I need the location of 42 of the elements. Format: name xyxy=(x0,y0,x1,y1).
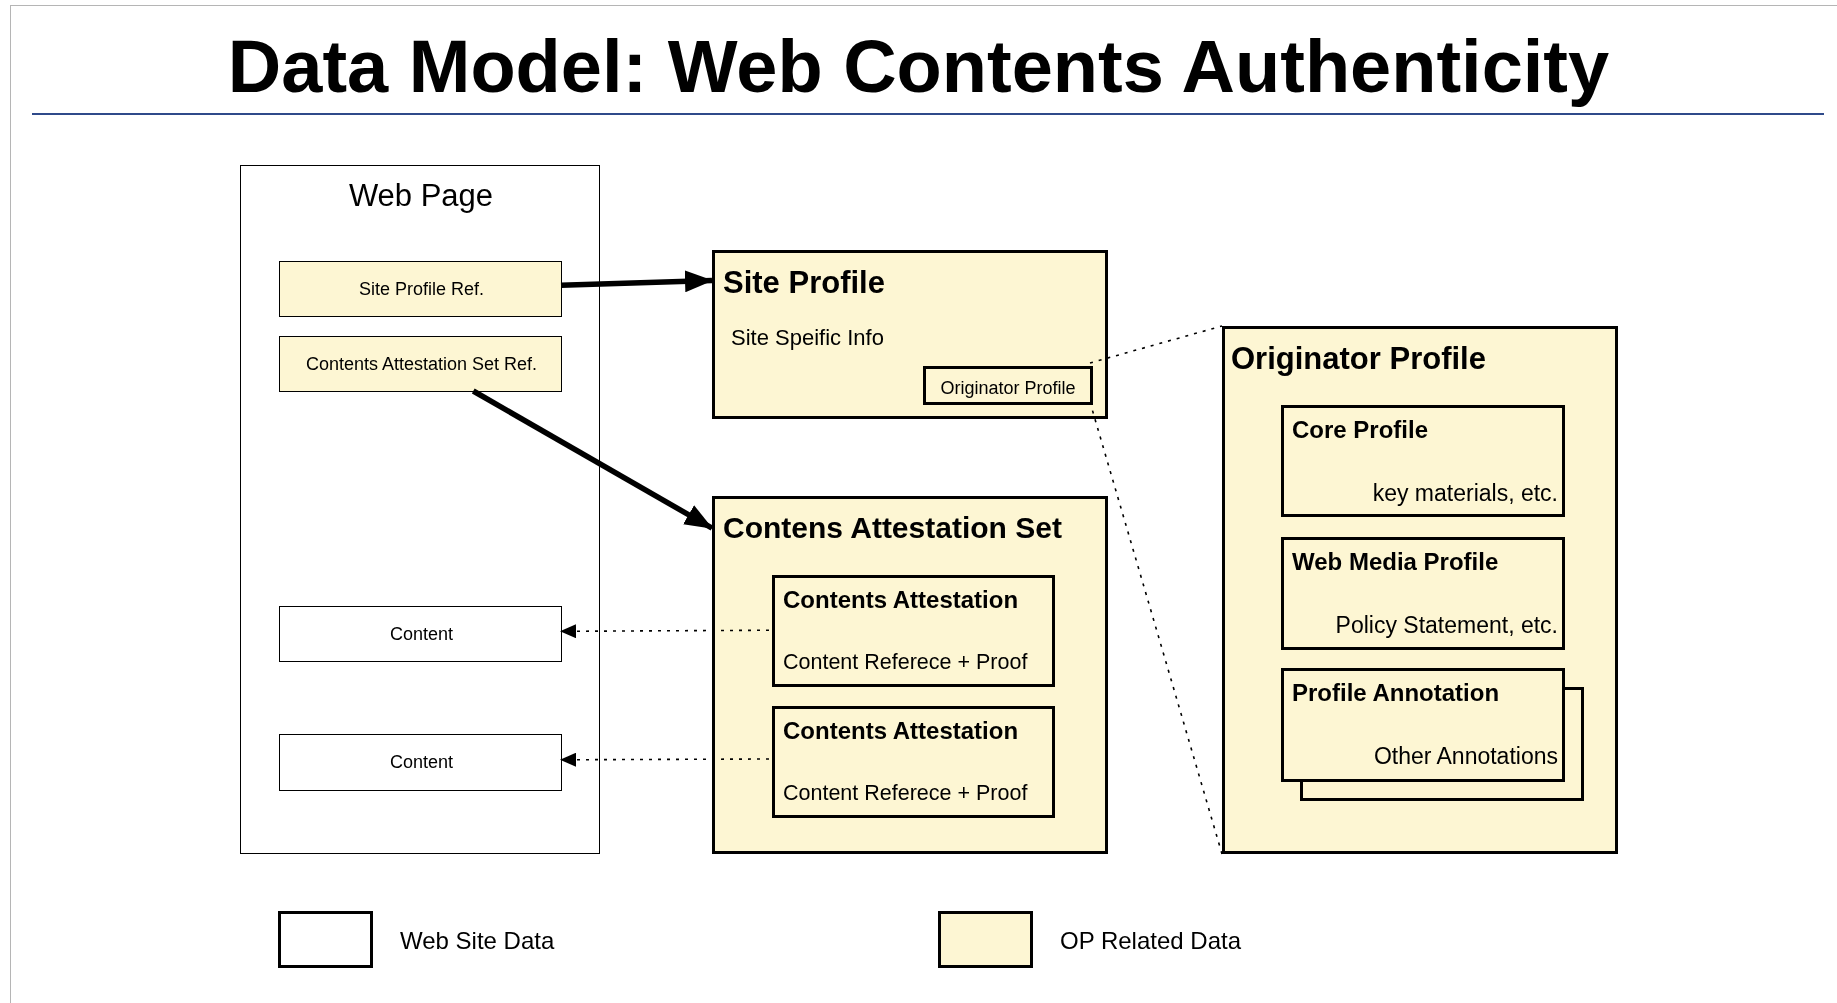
attestation-box xyxy=(772,706,1055,818)
node-text: Site Speific Info xyxy=(731,325,884,351)
node-text: Site Profile Ref. xyxy=(357,279,486,300)
profile-box xyxy=(1281,537,1565,650)
node-text: Content xyxy=(388,752,454,773)
node-text: Policy Statement, etc. xyxy=(1334,612,1558,639)
legend-label: OP Related Data xyxy=(1060,927,1241,955)
attestation-set-box xyxy=(712,496,1108,854)
node-heading: Profile Annotation xyxy=(1292,679,1500,707)
node-text: Content xyxy=(388,624,454,645)
node-text: Content Referece + Proof xyxy=(783,781,1028,806)
node-heading: Contens Attestation Set xyxy=(723,511,1062,546)
site-profile-box xyxy=(712,250,1108,419)
content-box xyxy=(279,606,562,662)
attestation-box xyxy=(772,575,1055,687)
arrow xyxy=(560,624,770,639)
node-text: Contents Attestation Set Ref. xyxy=(304,354,539,375)
node-heading: Web Media Profile xyxy=(1292,548,1499,576)
node-heading: Contents Attestation xyxy=(783,717,1019,745)
node-heading: Core Profile xyxy=(1292,416,1429,444)
node-text: Web Page xyxy=(347,178,495,214)
reference-box xyxy=(279,336,562,392)
web-page-panel xyxy=(240,165,600,854)
profile-box xyxy=(1281,405,1565,517)
slide-title: Data Model: Web Contents Authenticity xyxy=(226,24,1611,110)
arrow xyxy=(560,270,713,293)
node-heading: Site Profile xyxy=(723,265,885,301)
legend-label: Web Site Data xyxy=(400,927,555,955)
node-heading: Contents Attestation xyxy=(783,586,1019,614)
node-heading: Originator Profile xyxy=(1231,341,1486,377)
originator-profile-box xyxy=(1222,326,1618,854)
content-box xyxy=(279,734,562,791)
node-text: Originator Profile xyxy=(939,378,1077,399)
arrow xyxy=(471,388,714,531)
node-text: Other Annotations xyxy=(1372,743,1558,770)
connector-line xyxy=(1089,325,1223,364)
reference-box xyxy=(279,261,562,317)
arrow xyxy=(560,752,770,767)
profile-reference-box xyxy=(923,366,1093,405)
node-text: Content Referece + Proof xyxy=(783,650,1028,675)
annotation-card xyxy=(1281,668,1565,782)
node-text: key materials, etc. xyxy=(1371,480,1558,507)
